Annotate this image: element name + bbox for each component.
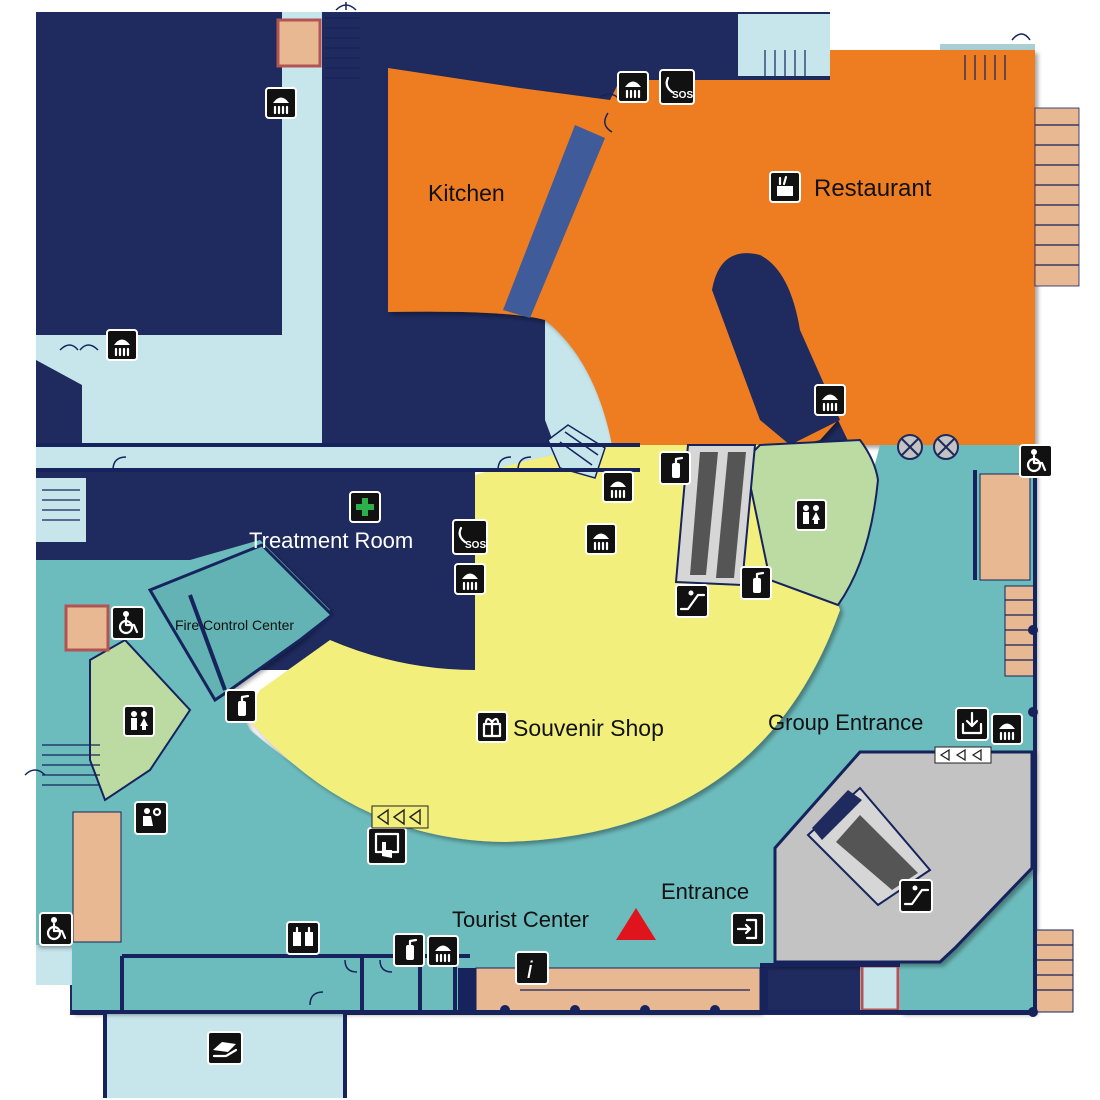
label-restaurant: Restaurant [814, 175, 932, 202]
shower-icon [991, 713, 1023, 745]
exit-icon [731, 912, 765, 946]
wheelchair-icon [1019, 444, 1053, 478]
sos-phone-icon: SOS [452, 519, 488, 555]
label-entrance: Entrance [661, 879, 749, 904]
wheelchair-icon [111, 606, 145, 640]
gift-icon [476, 711, 508, 743]
escalator-icon [899, 879, 933, 913]
info-icon: i [515, 951, 549, 985]
first-aid-icon [349, 491, 381, 523]
shower-icon [814, 384, 846, 416]
exit-arrows [934, 746, 992, 764]
restroom-icon [795, 499, 827, 531]
fire-extinguisher-icon [225, 689, 257, 723]
fire-extinguisher-icon [740, 566, 772, 600]
doors [24, 2, 1031, 1006]
fire-extinguisher-icon [659, 451, 691, 485]
currency-exchange-icon [207, 1031, 243, 1065]
sos-text: SOS [465, 540, 486, 551]
fire-extinguisher-icon [393, 933, 425, 967]
restaurant-icon [769, 171, 801, 203]
wheelchair-icon [39, 912, 73, 946]
luggage-storage-icon [286, 921, 320, 955]
entrance-icon [955, 707, 989, 741]
label-group-entrance: Group Entrance [768, 710, 923, 735]
info-text: i [527, 957, 533, 984]
bollards [500, 625, 1038, 1017]
shower-icon [454, 563, 486, 595]
label-souvenir-shop: Souvenir Shop [513, 715, 664, 741]
entrance-bars [458, 968, 768, 1012]
label-treatment-room: Treatment Room [249, 528, 413, 553]
restroom-icon [123, 705, 155, 737]
restaurant-pillar [712, 253, 840, 445]
kitchen-ramp [503, 125, 605, 318]
escalator-icon [675, 584, 709, 618]
label-tourist-center: Tourist Center [452, 907, 589, 932]
shower-icon [427, 935, 459, 967]
label-kitchen: Kitchen [428, 180, 505, 206]
sos-text: SOS [672, 90, 693, 101]
you-are-here-marker [616, 908, 656, 940]
shower-icon [106, 329, 138, 361]
shower-icon [602, 471, 634, 503]
fire-control-center-room[interactable] [147, 543, 335, 703]
label-fire-control-center: Fire Control Center [175, 617, 294, 633]
escalator-lower[interactable] [806, 786, 932, 907]
shower-icon [265, 87, 297, 119]
closed-markers [897, 434, 959, 460]
touch-screen-icon [367, 827, 407, 865]
stair-lines [42, 17, 1079, 991]
walls [36, 443, 1037, 1098]
info-desk-icon [134, 801, 168, 835]
shower-icon [585, 523, 617, 555]
sos-phone-icon: SOS [659, 69, 695, 105]
shower-icon [617, 71, 649, 103]
exit-arrows [371, 805, 429, 829]
restaurant-area[interactable] [388, 50, 1035, 445]
